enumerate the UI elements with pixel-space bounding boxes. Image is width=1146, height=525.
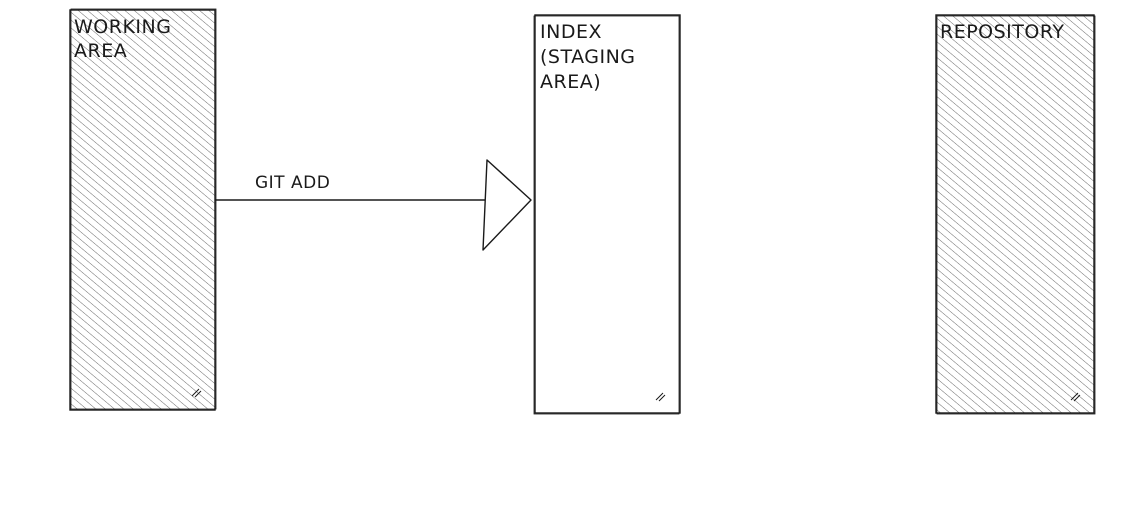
repository-box[interactable] — [935, 14, 1095, 414]
index-sketch-outline — [533, 15, 680, 415]
resize-handle-icon[interactable] — [655, 392, 666, 402]
working-area-label-line-1: WORKING — [74, 16, 171, 38]
node-working-area[interactable]: WORKING AREA — [69, 8, 217, 411]
working-area-sketch-outline — [70, 8, 217, 410]
node-repository[interactable]: REPOSITORY — [935, 14, 1096, 415]
working-area-box[interactable] — [69, 9, 216, 411]
node-index[interactable]: INDEX (STAGING AREA) — [533, 14, 681, 415]
resize-handle-icon[interactable] — [1070, 392, 1081, 402]
arrowhead-icon — [482, 159, 532, 251]
index-box[interactable] — [534, 14, 681, 414]
index-label-line-2: (STAGING — [540, 46, 636, 68]
edge-label: GIT ADD — [255, 173, 330, 193]
edge-git-add[interactable]: GIT ADD — [215, 159, 532, 251]
resize-handle-icon[interactable] — [191, 388, 202, 398]
repository-label-line-1: REPOSITORY — [940, 21, 1064, 43]
index-label-line-3: AREA) — [540, 71, 601, 93]
index-label-line-1: INDEX — [540, 21, 602, 43]
working-area-label-line-2: AREA — [74, 40, 127, 62]
repository-sketch-outline — [936, 15, 1096, 415]
